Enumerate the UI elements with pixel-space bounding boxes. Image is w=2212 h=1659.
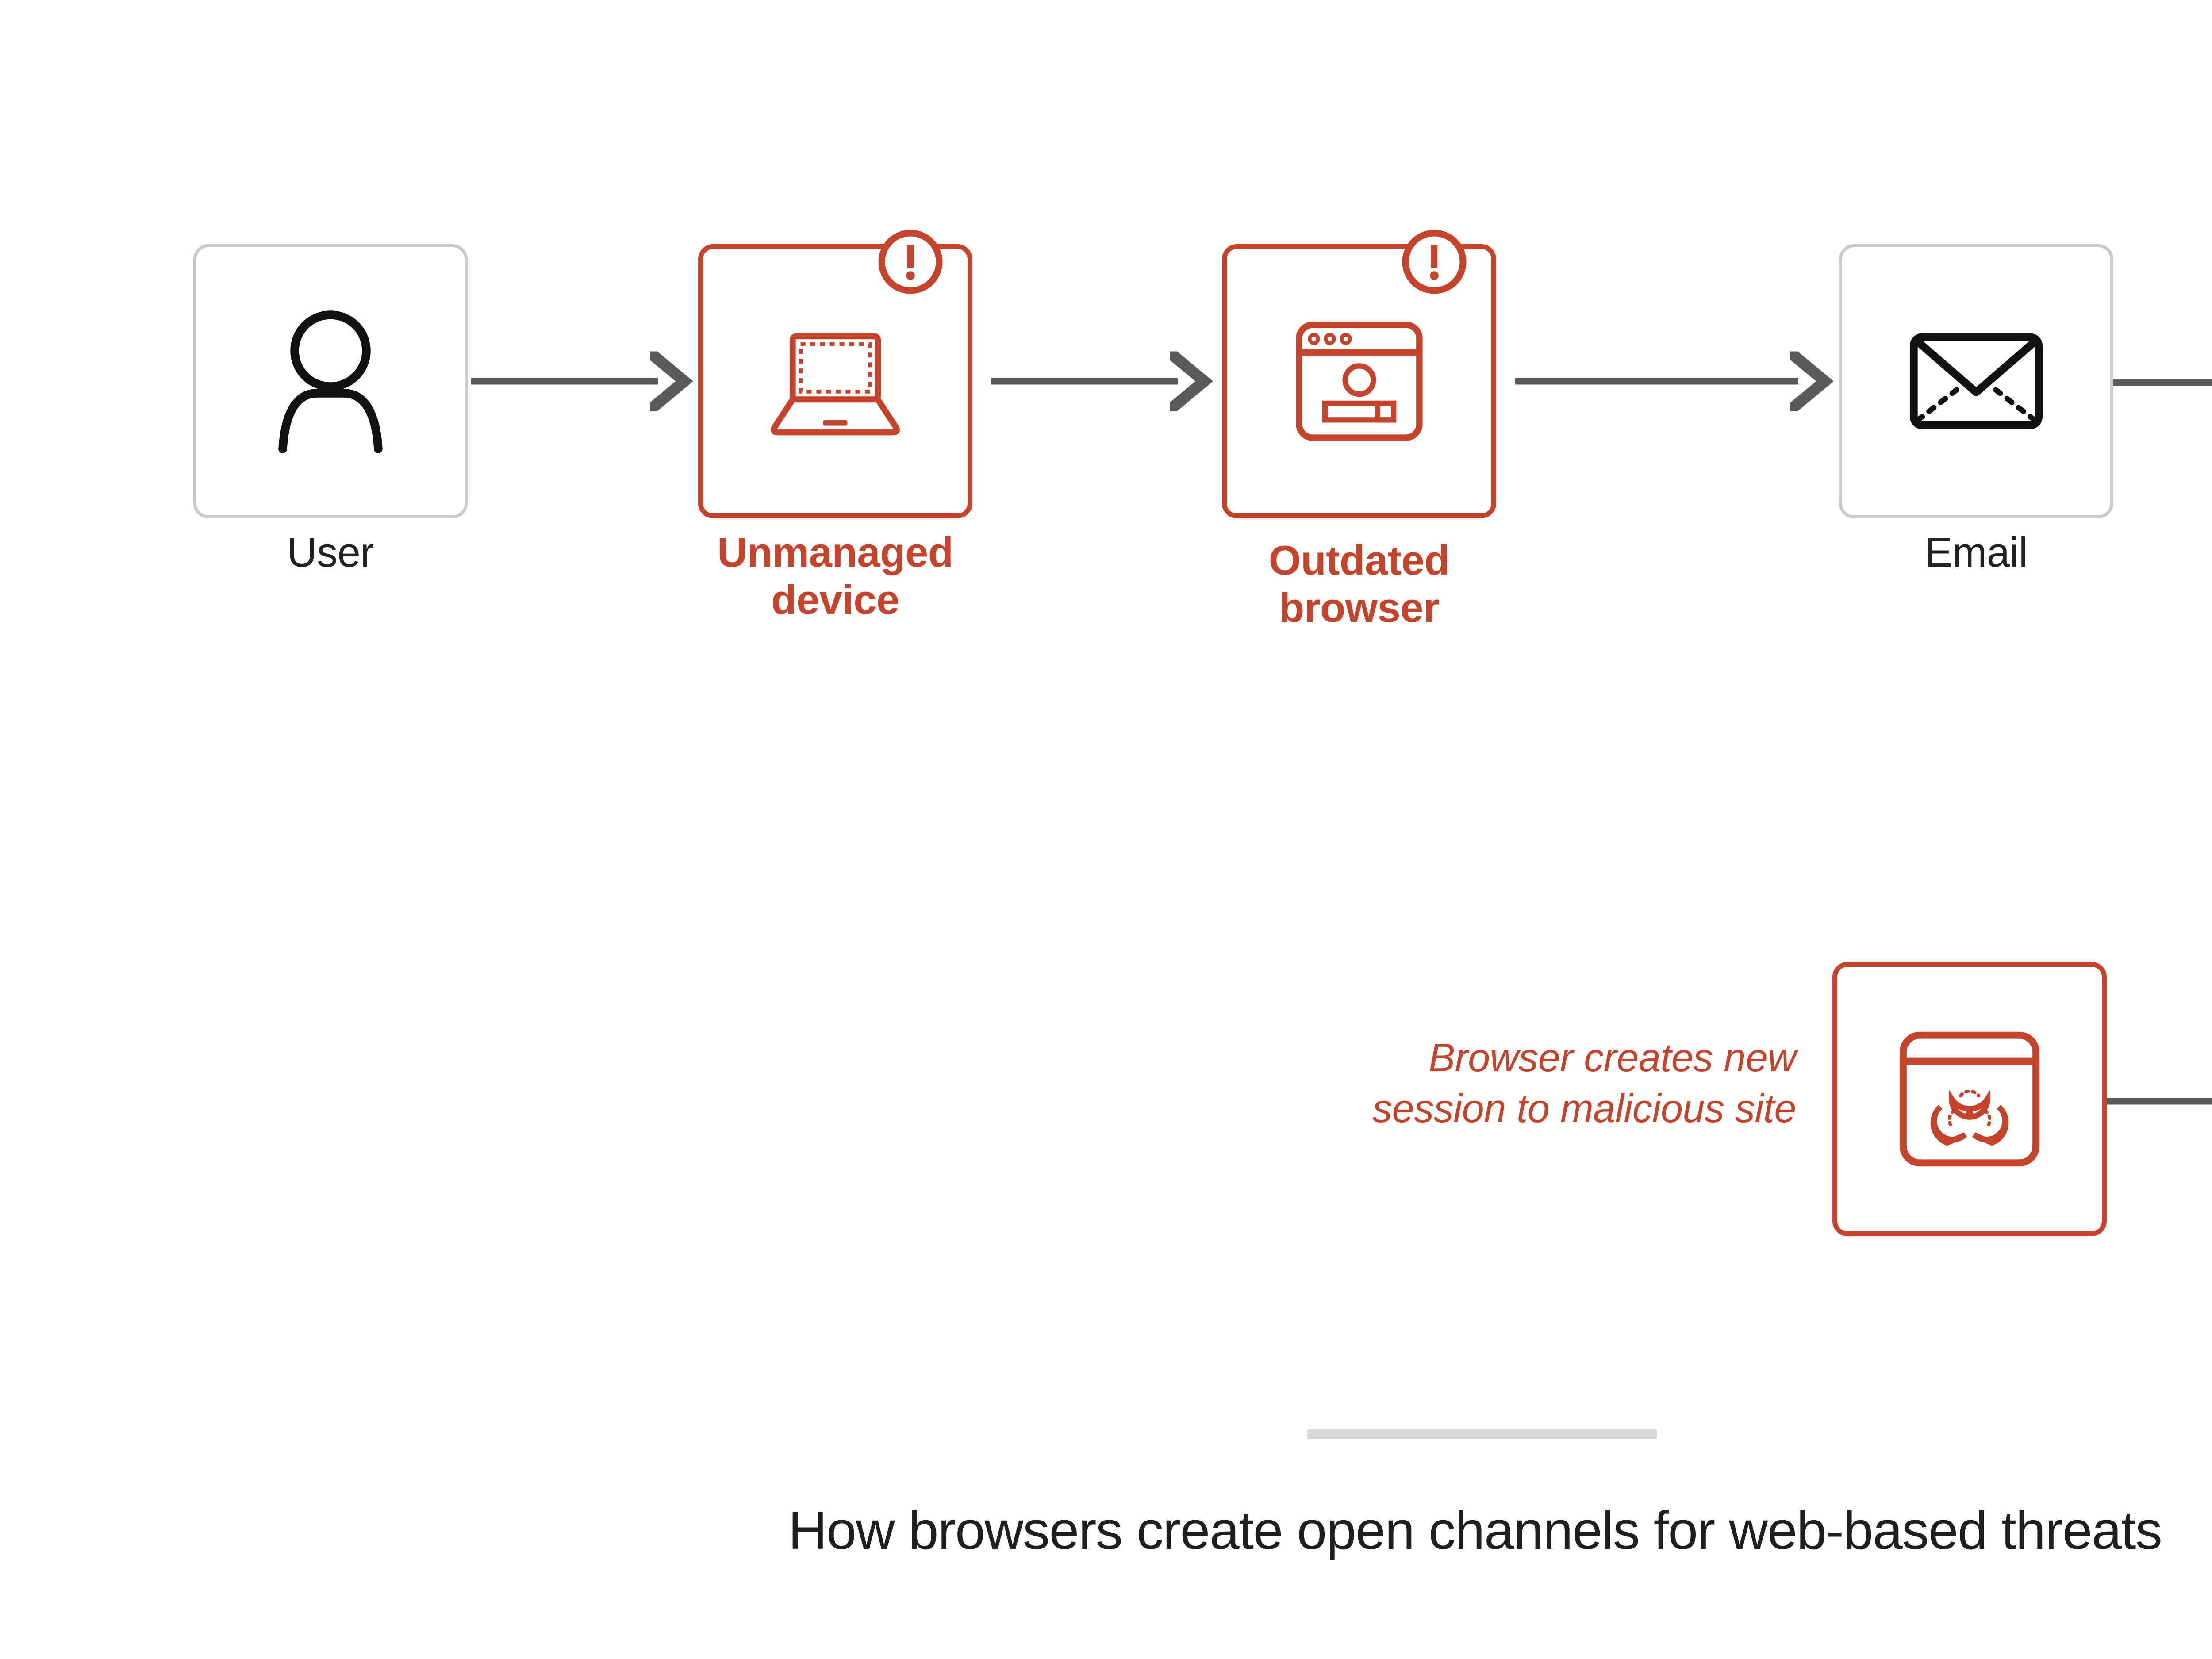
diagram-caption: How browsers create open channels for we… — [0, 1499, 2212, 1561]
node-card-outdated-browser[interactable] — [1222, 244, 1496, 518]
node-label-user-text: User — [287, 529, 374, 575]
annotation-malicious-site: Browser creates new session to malicious… — [1168, 1033, 1796, 1134]
person-icon — [278, 310, 383, 453]
alert-badge-unmanaged-device — [875, 226, 946, 297]
node-label-outdated-browser-line1: Outdated — [1268, 537, 1450, 583]
diagram-caption-text: How browsers create open channels for we… — [788, 1500, 2162, 1560]
node-label-outdated-browser: Outdated browser — [1191, 536, 1527, 631]
node-label-email-text: Email — [1924, 529, 2028, 575]
node-card-malicious-site[interactable] — [1832, 962, 2107, 1236]
annotation-malicious-site-line1: Browser creates new — [1429, 1036, 1796, 1080]
envelope-icon — [1909, 333, 2043, 429]
alert-circle-icon — [878, 230, 943, 294]
node-label-unmanaged-device-line2: device — [771, 576, 899, 623]
caption-divider — [1307, 1429, 1657, 1439]
browser-window-icon — [1295, 322, 1423, 441]
node-card-unmanaged-device[interactable] — [698, 244, 972, 518]
biohazard-browser-icon — [1899, 1031, 2040, 1167]
node-card-email[interactable] — [1839, 244, 2113, 518]
laptop-icon — [771, 333, 900, 436]
alert-badge-outdated-browser — [1399, 226, 1470, 297]
connector-email-to-phishing-link — [2109, 379, 2212, 386]
node-card-user[interactable] — [193, 244, 468, 518]
node-label-user: User — [193, 529, 468, 576]
connector-phishing-link-to-malicious-site — [2102, 1098, 2212, 1105]
node-label-email: Email — [1839, 529, 2113, 576]
annotation-malicious-site-line2: session to malicious site — [1372, 1087, 1796, 1131]
node-label-unmanaged-device-line1: Unmanaged — [717, 529, 953, 575]
node-label-outdated-browser-line2: browser — [1279, 584, 1440, 631]
node-label-unmanaged-device: Unmanaged device — [667, 529, 1003, 623]
alert-circle-icon — [1402, 230, 1467, 294]
